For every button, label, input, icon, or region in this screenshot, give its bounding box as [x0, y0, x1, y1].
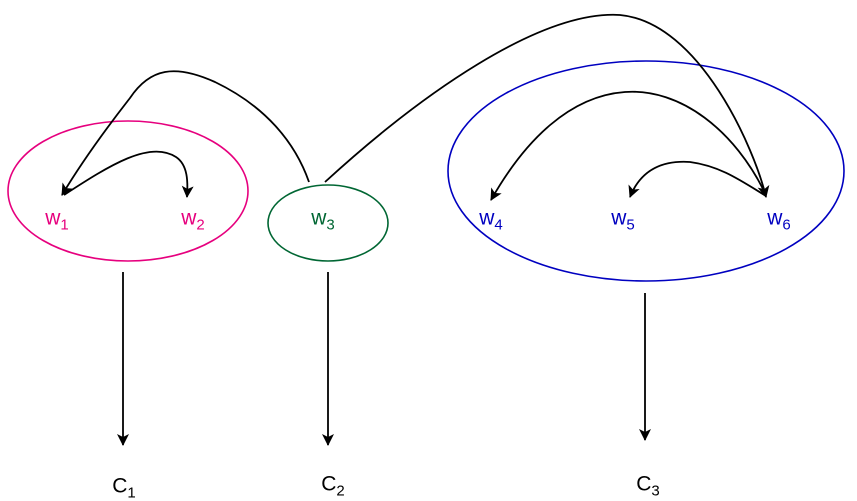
node-w6-base: w — [767, 206, 783, 230]
node-w1: w1 — [45, 208, 69, 233]
cluster-ellipse-w1-w2 — [7, 120, 249, 262]
cluster-label-c2-sub: 2 — [336, 482, 345, 500]
node-w1-sub: 1 — [60, 216, 69, 234]
node-w1-base: w — [45, 206, 61, 230]
node-w6-sub: 6 — [782, 216, 791, 234]
node-w2-base: w — [181, 206, 197, 230]
node-w2: w2 — [181, 208, 205, 233]
cluster-label-c2: C2 — [321, 474, 345, 499]
node-w2-sub: 2 — [196, 216, 205, 234]
cluster-label-c2-base: C — [321, 472, 337, 496]
node-w5-base: w — [611, 206, 627, 230]
node-w3-sub: 3 — [326, 216, 335, 234]
cluster-label-c3-base: C — [636, 472, 652, 496]
arc-w6-to-w4 — [490, 90, 767, 201]
node-w5-sub: 5 — [626, 216, 635, 234]
cluster-label-c1: C1 — [112, 476, 136, 501]
arc-w6-to-w5 — [628, 160, 767, 198]
node-w5: w5 — [611, 208, 635, 233]
node-w3-base: w — [311, 206, 327, 230]
node-w4-sub: 4 — [494, 216, 503, 234]
cluster-label-c1-sub: 1 — [127, 484, 136, 501]
cluster-ellipse-w4-w6 — [447, 60, 845, 282]
cluster-label-c3: C3 — [636, 474, 660, 499]
cluster-label-c1-base: C — [112, 474, 128, 498]
arc-w3-to-w1 — [61, 70, 310, 196]
node-w3: w3 — [311, 208, 335, 233]
cluster-ellipse-w3 — [267, 184, 389, 262]
arc-w1-to-w2 — [63, 150, 194, 198]
node-w4-base: w — [479, 206, 495, 230]
cluster-label-c3-sub: 3 — [651, 482, 660, 500]
arc-w3-to-w6 — [324, 14, 770, 198]
node-w4: w4 — [479, 208, 503, 233]
node-w6: w6 — [767, 208, 791, 233]
